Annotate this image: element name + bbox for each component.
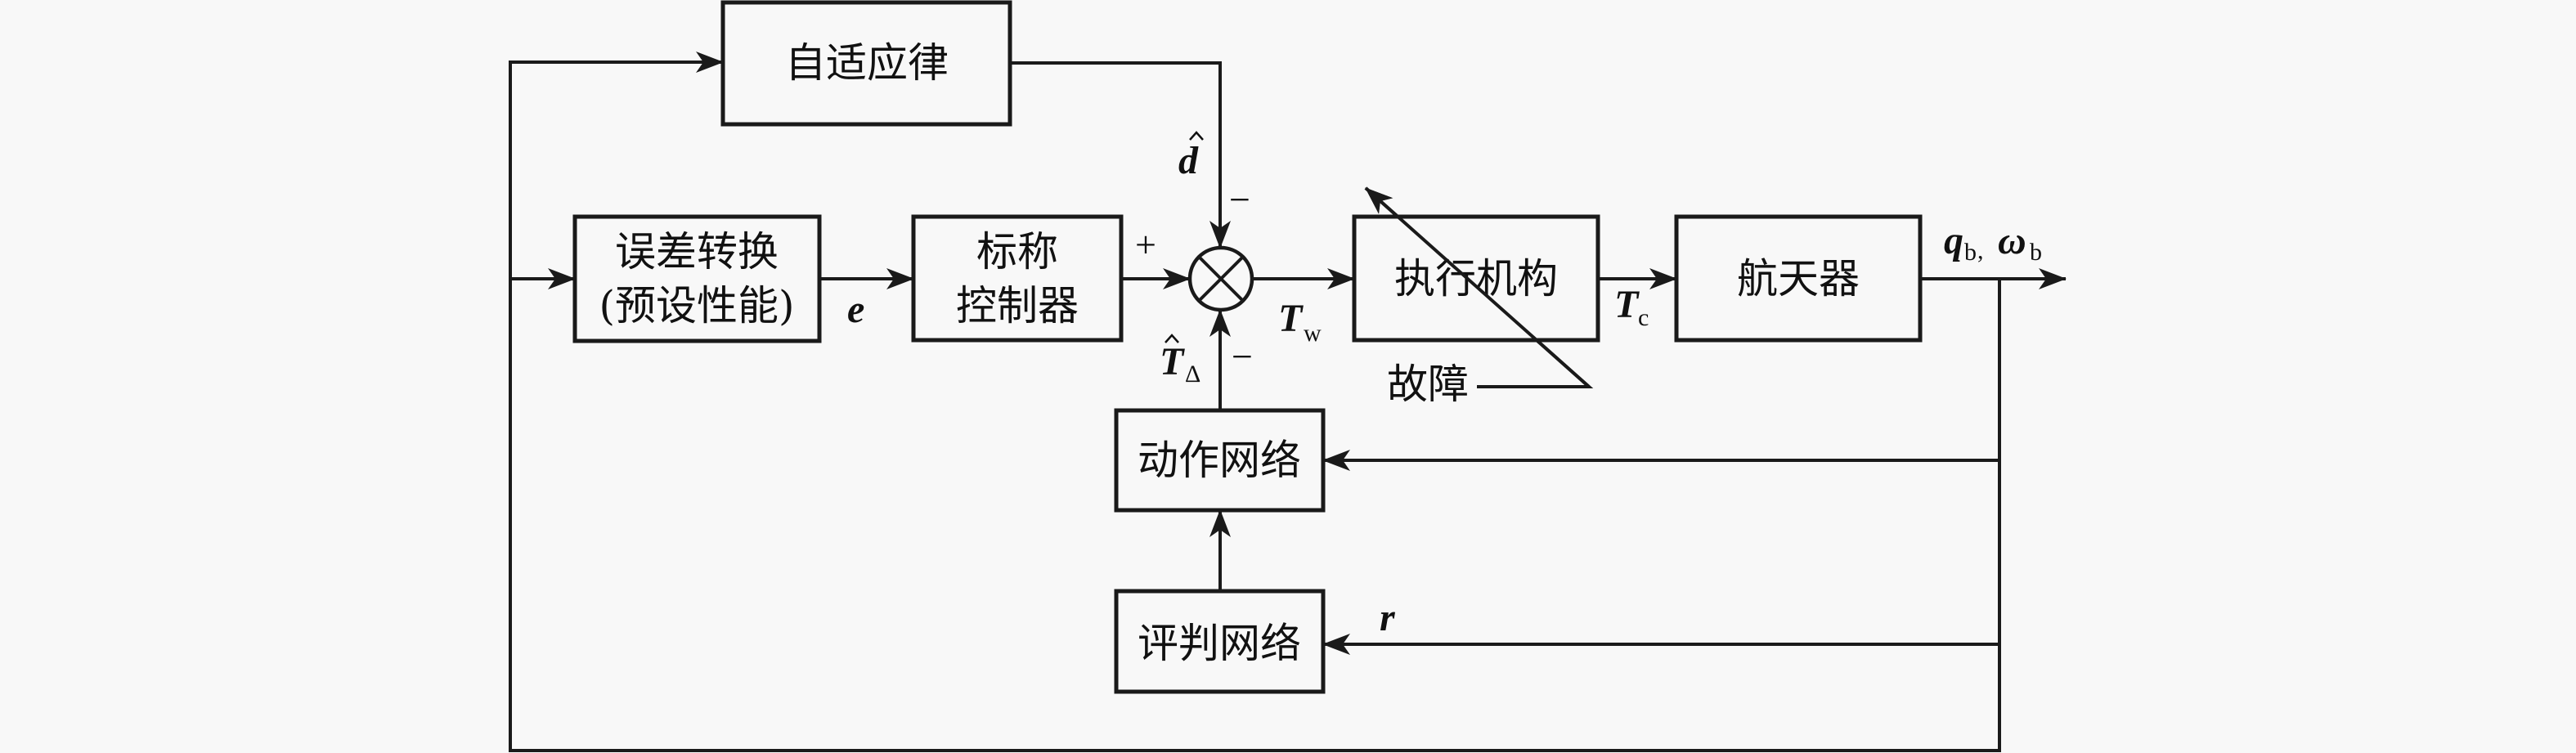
signal-q-symbol: q bbox=[1944, 219, 1963, 262]
summing-junction-cross-b bbox=[1197, 255, 1245, 303]
fault-arrow-overlay bbox=[1364, 186, 1591, 388]
block-actuator-label: 执行机构 bbox=[1394, 255, 1558, 303]
fault-label: 故障 bbox=[1387, 361, 1469, 408]
block-action-network: 动作网络 bbox=[1114, 408, 1326, 513]
signal-d-hat: d bbox=[1178, 131, 1204, 182]
signal-error-e: e bbox=[847, 288, 864, 331]
block-spacecraft-label: 航天器 bbox=[1737, 255, 1860, 303]
block-action-network-label: 动作网络 bbox=[1138, 437, 1301, 484]
signal-T-delta-hat-subscript: Δ bbox=[1185, 361, 1200, 388]
wire-adaptive-law-to-sum bbox=[1010, 61, 1231, 249]
block-critic-network-label: 评判网络 bbox=[1138, 620, 1301, 667]
signal-T-w-symbol: T bbox=[1278, 297, 1304, 340]
block-error-transform: 误差转换 (预设性能) bbox=[572, 214, 822, 343]
signal-T-c-symbol: T bbox=[1614, 283, 1640, 326]
signal-reward-r: r bbox=[1380, 596, 1396, 639]
signal-output-separator: , bbox=[1977, 237, 1984, 264]
signal-T-w-subscript: w bbox=[1304, 320, 1322, 347]
block-nominal-controller: 标称 控制器 bbox=[911, 214, 1124, 343]
sign-T-delta-input: − bbox=[1232, 336, 1253, 378]
block-critic-network: 评判网络 bbox=[1114, 589, 1326, 694]
signal-d-hat-symbol: d bbox=[1178, 139, 1199, 182]
block-error-transform-label-line1: 误差转换 bbox=[615, 228, 779, 276]
block-nominal-controller-label-line1: 标称 bbox=[976, 228, 1058, 276]
sign-nominal-input: + bbox=[1135, 224, 1156, 266]
signal-T-delta-hat: T Δ bbox=[1160, 334, 1200, 388]
block-adaptive-law-label: 自适应律 bbox=[785, 39, 949, 87]
block-error-transform-label-line2: (预设性能) bbox=[599, 282, 794, 329]
block-actuator: 执行机构 bbox=[1352, 214, 1600, 343]
signal-omega-subscript: b bbox=[2030, 239, 2042, 266]
signal-q-subscript: b bbox=[1964, 239, 1977, 266]
signal-omega-symbol: ω bbox=[1998, 219, 2026, 262]
signal-T-c-subscript: c bbox=[1638, 304, 1649, 331]
block-spacecraft: 航天器 bbox=[1674, 214, 1923, 343]
wire-outer-feedback-to-adaptive-law bbox=[509, 52, 2001, 752]
block-nominal-controller-label-line2: 控制器 bbox=[956, 282, 1079, 329]
block-adaptive-law: 自适应律 bbox=[720, 0, 1012, 127]
signal-T-w: T w bbox=[1278, 297, 1322, 347]
hat-accent bbox=[1189, 131, 1204, 141]
signal-T-delta-hat-symbol: T bbox=[1160, 340, 1185, 383]
summing-junction bbox=[1187, 245, 1254, 312]
sign-d-hat-input: − bbox=[1229, 179, 1250, 221]
signal-output-q-omega: q b , ω b bbox=[1944, 219, 2042, 266]
hat-accent bbox=[1165, 334, 1179, 343]
signal-T-c: T c bbox=[1614, 283, 1649, 331]
